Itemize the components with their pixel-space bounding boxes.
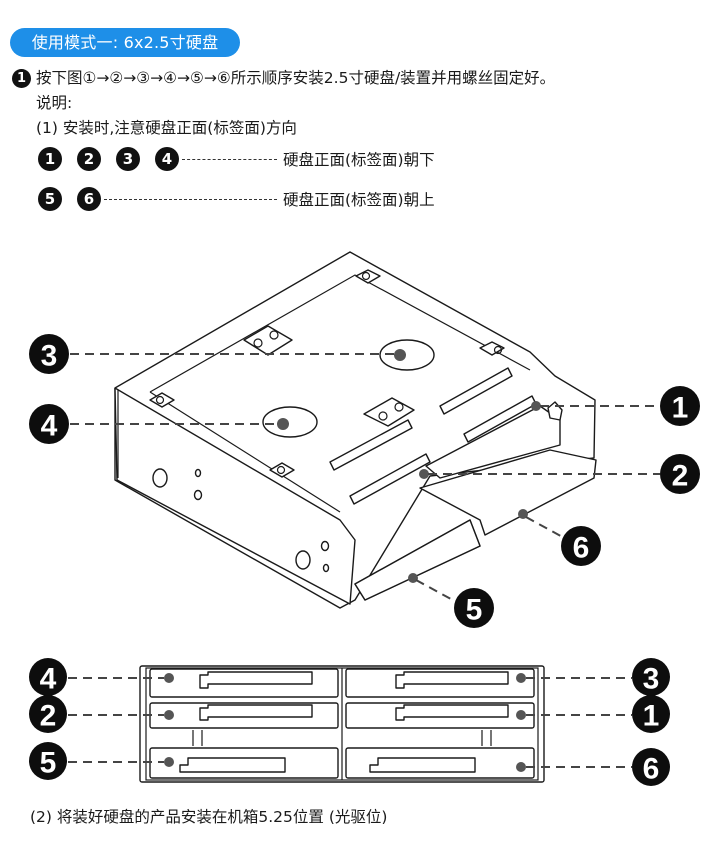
- legend-row-face-down: 1 2 3 4 硬盘正面(标签面)朝下: [38, 147, 435, 171]
- drive-2-body: [425, 405, 561, 479]
- isometric-bay-diagram: 3 4 1 2 6 5: [29, 251, 700, 628]
- svg-text:4: 4: [41, 410, 58, 443]
- screw-tabs: [149, 269, 505, 478]
- front-sata-connectors: [179, 671, 509, 773]
- number-badge: 6: [77, 187, 101, 211]
- drive-6-body: [419, 449, 597, 536]
- dashed-leader: [104, 198, 277, 200]
- svg-text:2: 2: [672, 460, 689, 493]
- note-item-1: (1) 安装时,注意硬盘正面(标签面)方向: [36, 119, 297, 137]
- svg-text:5: 5: [466, 594, 483, 627]
- step-instruction: 1 按下图①→②→③→④→⑤→⑥所示顺序安装2.5寸硬盘/装置并用螺丝固定好。: [12, 67, 555, 89]
- step-number-icon: 1: [12, 68, 31, 88]
- leader-5: [415, 579, 461, 605]
- number-badge: 4: [155, 147, 179, 171]
- number-badge: 5: [38, 187, 62, 211]
- note-item-2: (2) 将装好硬盘的产品安装在机箱5.25位置 (光驱位): [30, 808, 388, 826]
- svg-text:2: 2: [40, 700, 57, 733]
- callout-1: 1: [660, 386, 700, 426]
- number-badge: 2: [77, 147, 101, 171]
- drive-4-hub: [262, 406, 318, 438]
- svg-text:6: 6: [643, 753, 660, 786]
- legend-text: 硬盘正面(标签面)朝上: [283, 191, 435, 209]
- legend-text: 硬盘正面(标签面)朝下: [283, 151, 435, 169]
- callout-6: 6: [561, 526, 601, 566]
- front-callout-1: 1: [632, 695, 670, 733]
- callout-2: 2: [660, 454, 700, 494]
- legend-row-face-up: 5 6 硬盘正面(标签面)朝上: [38, 187, 435, 211]
- mode-badge: 使用模式一: 6x2.5寸硬盘: [10, 28, 240, 57]
- callout-3: 3: [29, 334, 69, 374]
- front-callout-6: 6: [632, 748, 670, 786]
- svg-text:5: 5: [40, 747, 57, 780]
- dashed-leader: [182, 158, 277, 160]
- bay-side-wall: [114, 387, 356, 605]
- front-callout-5: 5: [29, 742, 67, 780]
- svg-text:1: 1: [672, 392, 689, 425]
- front-callout-2: 2: [29, 695, 67, 733]
- callout-5: 5: [454, 588, 494, 628]
- leader-6: [525, 516, 569, 541]
- notes-heading: 说明:: [36, 94, 73, 112]
- number-badge: 1: [38, 147, 62, 171]
- svg-text:6: 6: [573, 532, 590, 565]
- front-callout-3: 3: [632, 658, 670, 696]
- drive-3-hub: [379, 339, 435, 371]
- number-badge: 3: [116, 147, 140, 171]
- front-callout-4: 4: [29, 658, 67, 696]
- step-text: 按下图①→②→③→④→⑤→⑥所示顺序安装2.5寸硬盘/装置并用螺丝固定好。: [36, 69, 556, 87]
- svg-text:3: 3: [643, 663, 660, 696]
- front-view-diagram: 4 2 5 3 1 6: [29, 658, 670, 786]
- callout-4: 4: [29, 404, 69, 444]
- svg-text:1: 1: [643, 700, 660, 733]
- svg-text:3: 3: [41, 340, 58, 373]
- svg-text:4: 4: [40, 663, 57, 696]
